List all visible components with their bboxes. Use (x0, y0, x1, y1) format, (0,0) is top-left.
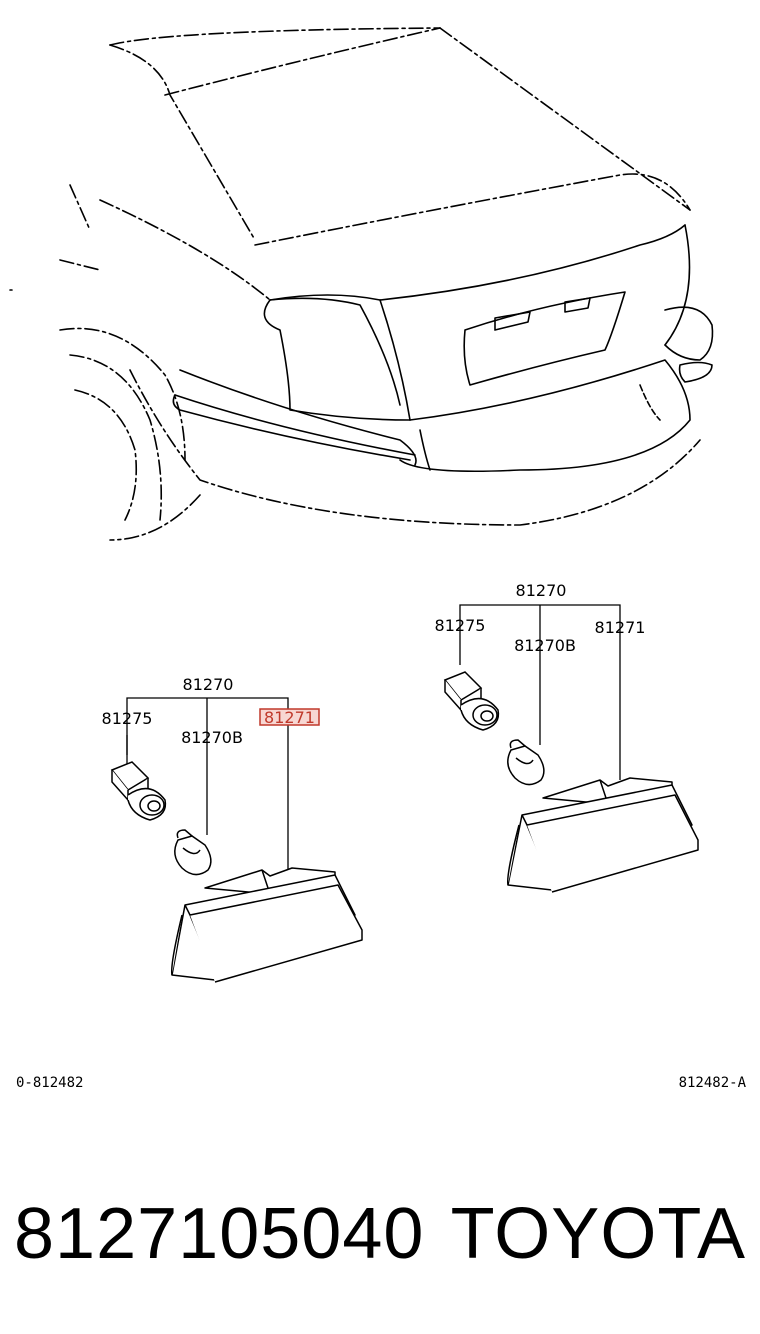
right-assembly-label: 81270 (516, 581, 567, 600)
part-number: 8127105040 (14, 1194, 425, 1274)
diagram-code-right: 812482-A (679, 1075, 747, 1091)
left-assembly-label: 81270 (183, 675, 234, 694)
parts-diagram: 81270 81275 81270B 81271 (9, 27, 747, 1091)
right-assembly: 81270 81275 81270B 81271 (435, 581, 699, 893)
left-lens-label-highlight[interactable]: 81271 (259, 708, 320, 727)
right-bulb-label: 81270B (514, 636, 576, 655)
left-lens-part (170, 867, 363, 983)
highlight-box (259, 708, 320, 726)
brand-name: TOYOTA (450, 1194, 746, 1274)
right-lens-part (506, 777, 699, 893)
left-bulb-label: 81270B (181, 728, 243, 747)
left-socket-label: 81275 (102, 709, 153, 728)
right-socket-part (443, 671, 500, 731)
car-rear-illustration (9, 27, 714, 541)
left-bulb-part (174, 829, 212, 876)
diagram-code-left: 0-812482 (16, 1075, 83, 1091)
part-footer: 8127105040 TOYOTA (0, 1180, 760, 1300)
right-socket-label: 81275 (435, 616, 486, 635)
right-lens-label: 81271 (595, 618, 646, 637)
left-assembly: 81270 81275 81270B 81271 (102, 675, 363, 983)
left-socket-part (110, 761, 167, 821)
left-lens-label: 81271 (264, 708, 315, 727)
right-leader-lines (459, 604, 621, 780)
right-bulb-part (507, 739, 545, 786)
